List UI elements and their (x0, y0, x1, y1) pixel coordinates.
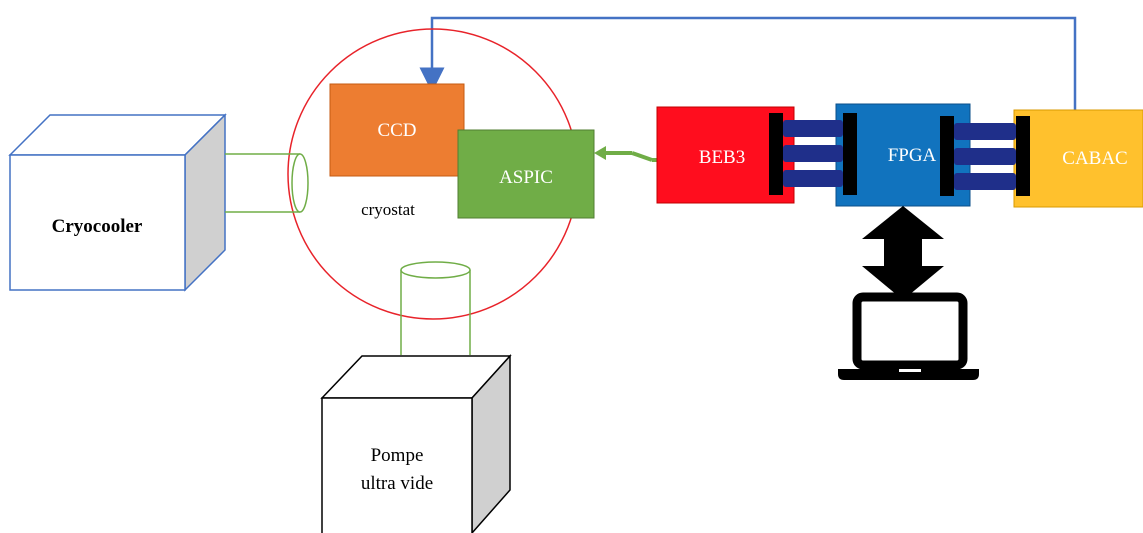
beb3-label: BEB3 (699, 147, 745, 168)
feedback-line (419, 16, 1077, 110)
cryocooler-label: Cryocooler (52, 216, 143, 237)
aspic-box (457, 129, 595, 219)
cabac-box (1013, 109, 1143, 208)
laptop-icon (838, 292, 979, 380)
connector-beb3-fpga (769, 113, 857, 195)
ccd-label: CCD (377, 120, 416, 141)
fpga-laptop-arrow (862, 206, 944, 300)
connector-fpga-cabac (940, 116, 1030, 196)
pump-label-line1: Pompe (371, 445, 424, 466)
pump-label-line2: ultra vide (361, 473, 433, 494)
pump-tube (400, 261, 471, 355)
ccd-box (329, 83, 465, 177)
cryostat-label: cryostat (361, 200, 415, 219)
cryocooler-cube: Cryocooler (8, 113, 227, 292)
cryocooler-tube (225, 153, 309, 213)
fpga-label: FPGA (888, 145, 937, 166)
pump-cube: Pompe ultra vide (320, 354, 512, 533)
aspic-label: ASPIC (499, 167, 553, 188)
cabac-label: CABAC (1062, 148, 1127, 169)
